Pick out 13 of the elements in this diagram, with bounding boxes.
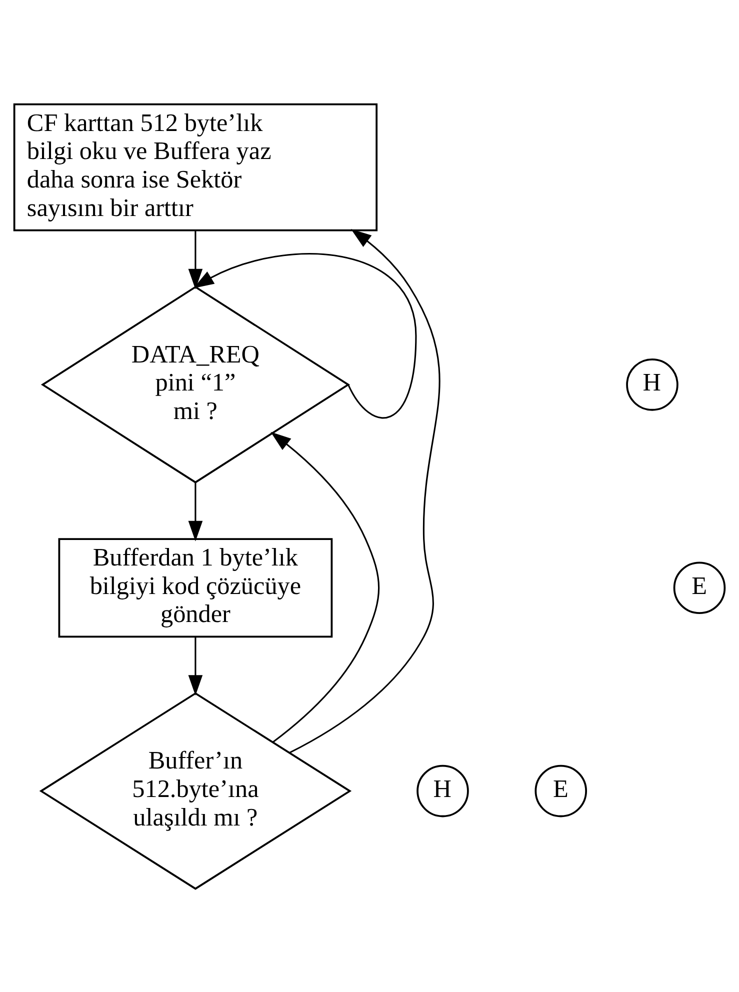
- node-circle: E: [534, 764, 588, 817]
- arrow: [188, 230, 203, 289]
- node-diamond: Buffer’ın 512.byte’ına ulaşıldı mı ?: [39, 692, 352, 890]
- node-circle: E: [673, 561, 726, 614]
- node-circle: H: [416, 764, 469, 817]
- node-diamond: DATA_REQ pini “1” mi ?: [40, 285, 350, 483]
- arrow: [270, 431, 380, 742]
- node-box: Bufferdan 1 byte’lık bilgiyi kod çözücüye gönder: [58, 538, 333, 638]
- arrow: [289, 228, 440, 753]
- arrow: [188, 482, 203, 541]
- arrow: [188, 636, 203, 696]
- node-circle: H: [626, 358, 678, 410]
- node-box: CF karttan 512 byte’lık bilgi oku ve Buffera yaz daha sonra ise Sektör sayısını bir arttır: [13, 102, 378, 231]
